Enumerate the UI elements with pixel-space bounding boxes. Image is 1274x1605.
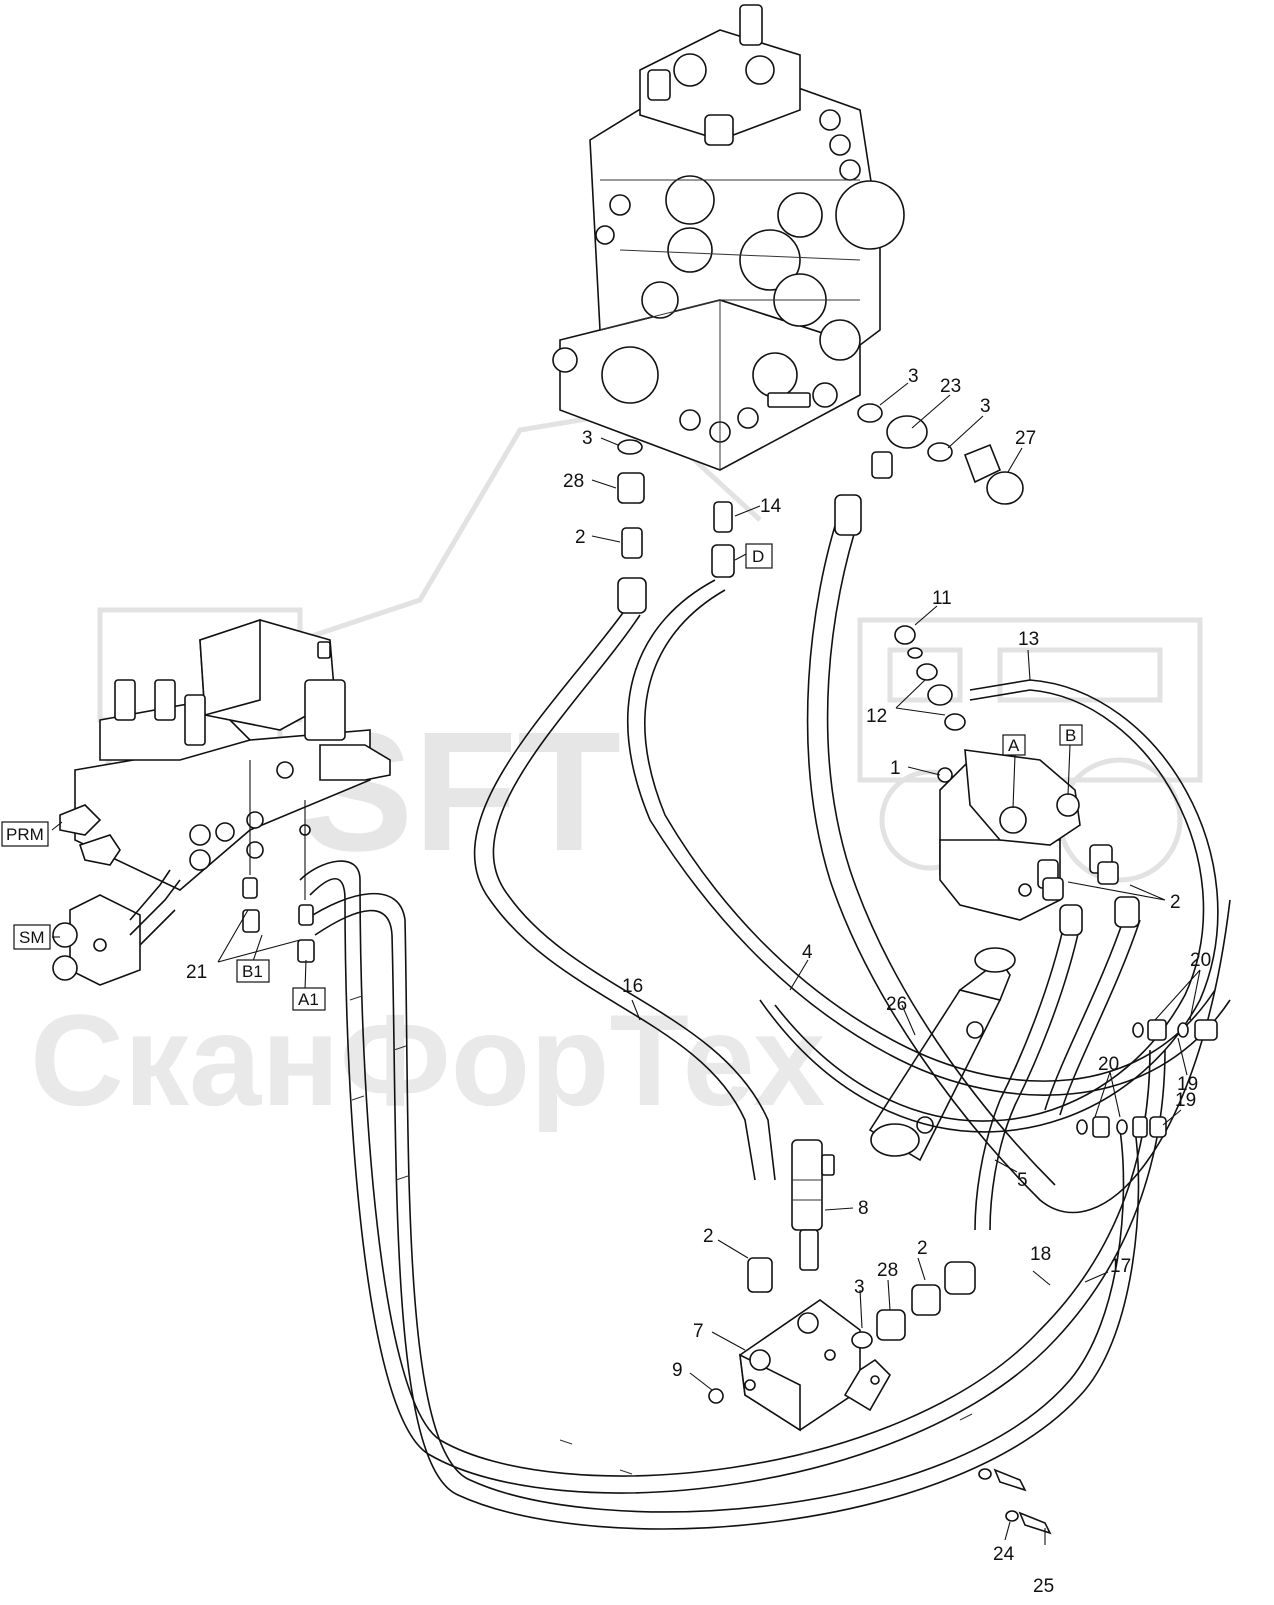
port-label-b: B [1065,726,1076,745]
callout-17: 17 [1110,1256,1131,1277]
port-label-a: A [1008,736,1020,755]
callout-23: 23 [940,376,961,397]
fittings [242,403,1218,1535]
hoses [299,509,1231,1530]
port-label-prm: PRM [6,825,44,844]
callouts: 3 23 3 27 3 28 2 14 11 12 13 1 2 4 26 20… [186,366,1211,1597]
pilot-valve-block [52,618,391,986]
callout-20-upper: 20 [1190,950,1211,971]
callout-2-pump: 2 [1170,892,1181,913]
callout-3-valve: 3 [582,428,593,449]
callout-21: 21 [186,962,207,983]
callout-4: 4 [802,942,813,963]
callout-7: 7 [693,1321,704,1342]
callout-9: 9 [672,1360,683,1381]
callout-26: 26 [886,994,907,1015]
callout-3-washer-right: 3 [908,366,919,387]
callout-20-lower: 20 [1098,1054,1119,1075]
callout-3-washer-far-right: 3 [980,396,991,417]
watermark: SFT СканФорТех [30,407,1203,1133]
main-control-valve [552,4,905,471]
callout-25: 25 [1033,1576,1054,1597]
callout-8: 8 [858,1198,869,1219]
callout-13: 13 [1018,629,1039,650]
callout-14: 14 [760,496,782,517]
manifold-block [739,1299,891,1432]
port-labels: A B D B1 A1 PRM SM [1,543,1083,1011]
callout-2-block: 2 [703,1226,714,1247]
callout-28-valve: 28 [563,471,584,492]
callout-12: 12 [866,706,887,727]
callout-2-block-right: 2 [917,1238,928,1259]
callout-19-upper: 19 [1177,1074,1198,1095]
callout-18: 18 [1030,1244,1051,1265]
callout-16: 16 [622,976,643,997]
port-label-b1: B1 [242,962,263,981]
callout-27: 27 [1015,428,1036,449]
port-label-d: D [752,547,764,566]
pump-assembly [937,749,1081,921]
callout-3-block: 3 [854,1277,865,1298]
watermark-brand: SFT [300,697,621,887]
callout-5: 5 [1017,1170,1028,1191]
port-label-sm: SM [19,928,45,947]
callout-2-valve: 2 [575,527,586,548]
leader-lines [51,382,1201,1545]
callout-19-lower: 19 [1175,1090,1196,1111]
watermark-company: СканФорТех [30,987,825,1133]
relief-valve [791,1139,835,1271]
callout-24: 24 [993,1544,1015,1565]
callout-28-block: 28 [877,1260,898,1281]
callout-1: 1 [890,758,901,779]
port-label-a1: A1 [298,990,319,1009]
callout-11: 11 [932,588,952,609]
